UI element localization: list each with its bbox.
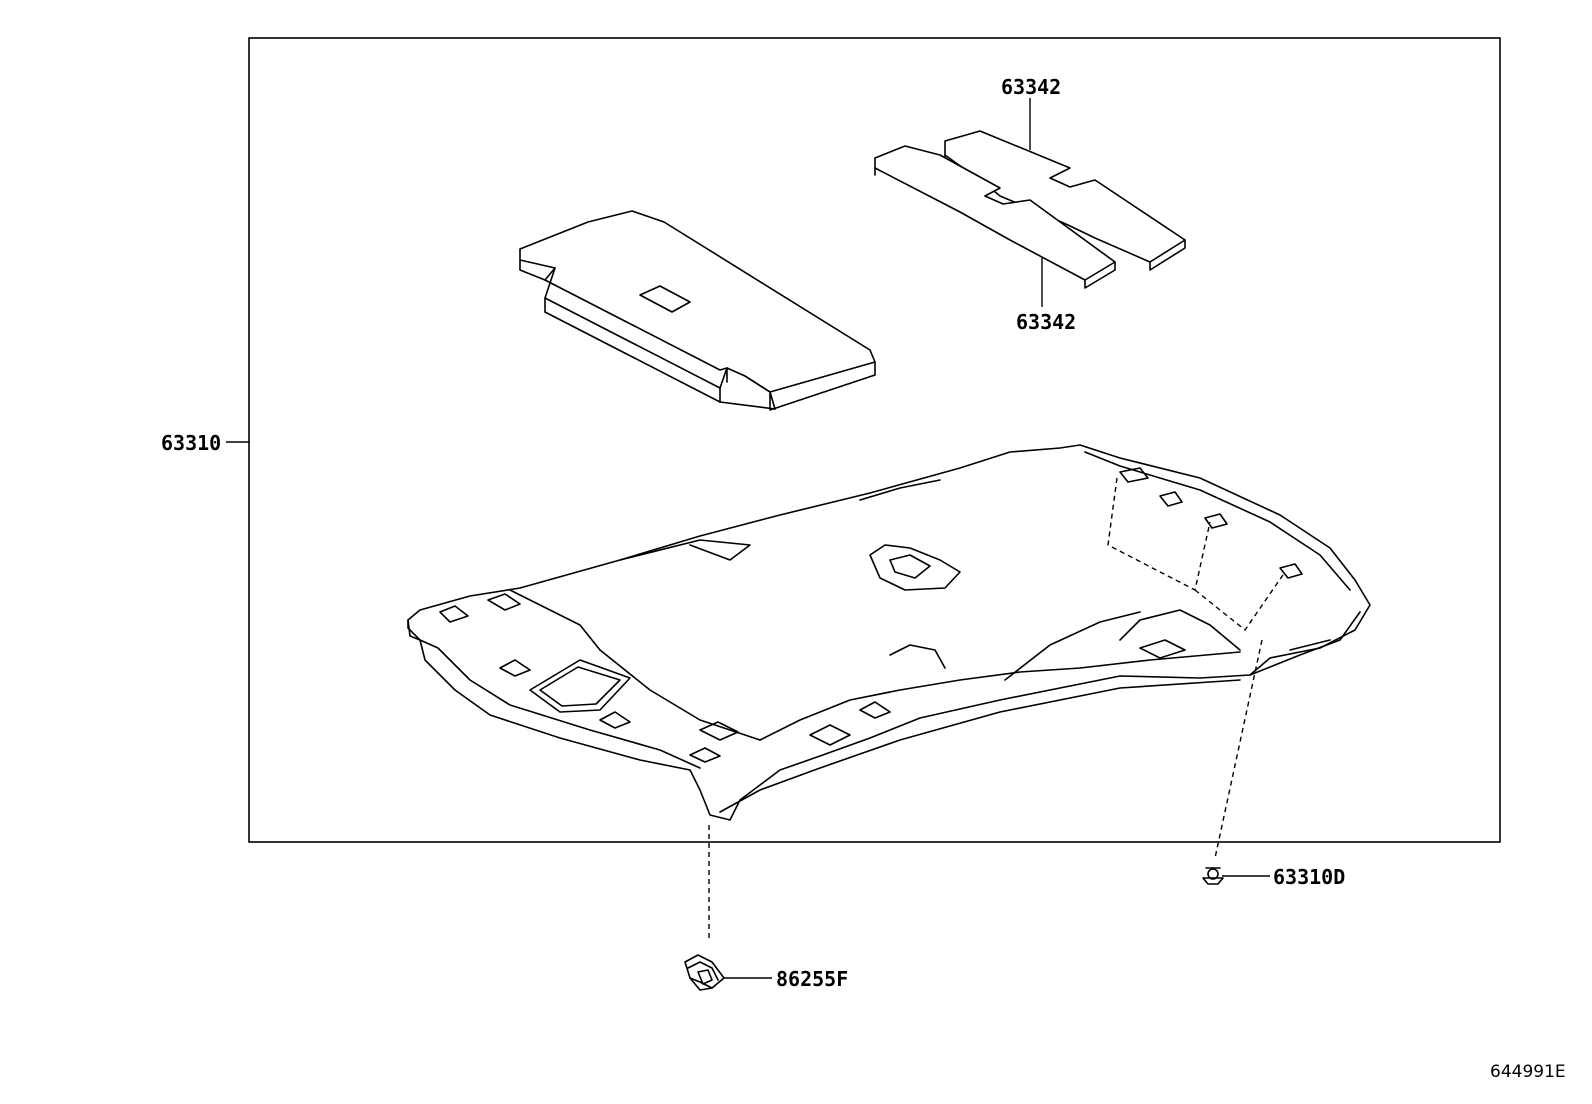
callout-pad-upper: 63342 — [1001, 75, 1062, 99]
callout-clip: 63310D — [1273, 865, 1346, 889]
reference-number: 644991E — [1490, 1062, 1566, 1082]
clip-part — [1202, 867, 1224, 885]
locator-lines — [708, 477, 1286, 940]
bracket-part — [684, 954, 725, 991]
callout-pad-lower: 63342 — [1016, 310, 1077, 334]
silencer-pad-large — [519, 210, 876, 411]
callout-bracket: 86255F — [776, 967, 849, 991]
assembly-frame — [248, 37, 1501, 843]
headliner-assembly — [407, 444, 1371, 821]
callout-headliner: 63310 — [161, 431, 222, 455]
silencer-strip-lower — [874, 145, 1116, 289]
